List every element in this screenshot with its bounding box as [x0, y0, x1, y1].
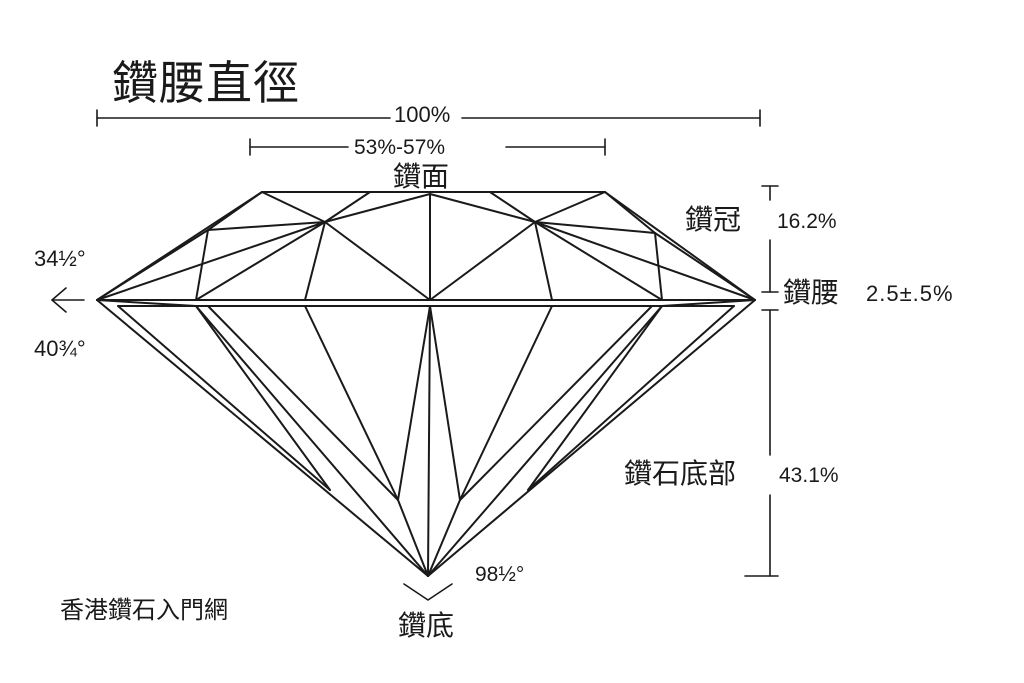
crown-label: 鑽冠	[685, 203, 742, 236]
culet-chevron-icon	[403, 583, 453, 601]
site-caption: 香港鑽石入門網	[60, 596, 228, 624]
culet-label: 鑽底	[398, 609, 455, 642]
crown-facets	[96, 191, 756, 301]
pavilion-label: 鑽石底部	[624, 457, 737, 490]
crown-angle-label: 34½°	[34, 246, 86, 271]
girdle-percent: 2.5±.5%	[866, 281, 954, 306]
table-label: 鑽面	[393, 160, 450, 193]
pavilion-facets	[96, 299, 756, 577]
pavilion-percent: 43.1%	[779, 464, 839, 487]
girdle-label: 鑽腰	[783, 276, 840, 309]
culet-angle-label: 98½°	[475, 563, 525, 586]
diagram-title: 鑽腰直徑	[112, 56, 300, 110]
table-dimension	[249, 138, 606, 156]
crown-percent: 16.2%	[777, 210, 837, 233]
table-percent: 53%-57%	[354, 136, 446, 159]
angle-arrow-icon	[51, 287, 85, 313]
diameter-percent: 100%	[394, 102, 451, 127]
pavilion-angle-label: 40¾°	[34, 336, 86, 361]
height-dimension	[744, 185, 779, 577]
diameter-dimension	[96, 109, 761, 127]
